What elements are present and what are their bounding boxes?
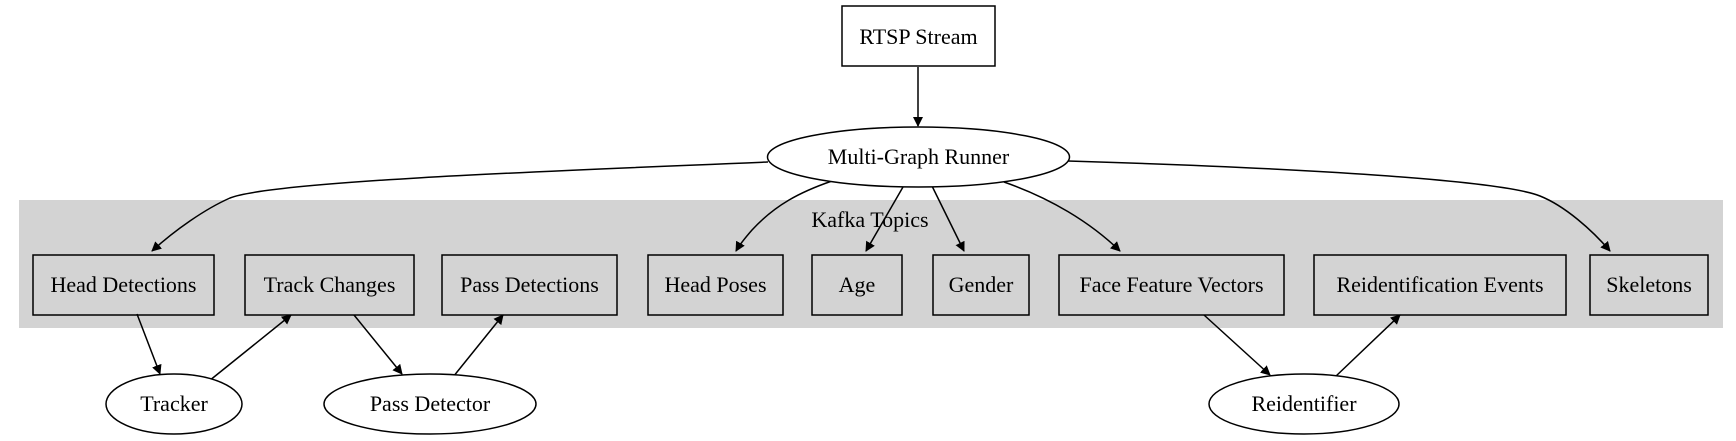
node-age[interactable]: Age (811, 254, 903, 316)
node-multi-graph-runner[interactable]: Multi-Graph Runner (766, 126, 1071, 188)
topic-label: Face Feature Vectors (1079, 272, 1263, 297)
edge-tracker-to-track-changes (208, 314, 292, 382)
node-reidentification-events[interactable]: Reidentification Events (1313, 254, 1567, 316)
node-face-feature-vectors[interactable]: Face Feature Vectors (1058, 254, 1285, 316)
edge-runner-to-head-poses (735, 180, 833, 252)
node-rtsp-stream-label: RTSP Stream (859, 24, 977, 49)
topic-label: Age (839, 272, 876, 297)
node-reidentifier[interactable]: Reidentifier (1208, 373, 1400, 435)
edge-track-changes-to-pass-detector (353, 314, 403, 375)
kafka-topics-label: Kafka Topics (811, 207, 928, 232)
edge-runner-to-gender (931, 185, 965, 252)
edges-layer (136, 67, 1611, 382)
node-gender[interactable]: Gender (932, 254, 1030, 316)
topic-label: Track Changes (264, 272, 396, 297)
topic-label: Skeletons (1606, 272, 1692, 297)
node-pass-detector[interactable]: Pass Detector (323, 373, 537, 435)
node-skeletons[interactable]: Skeletons (1589, 254, 1709, 316)
edge-runner-to-age (865, 186, 904, 252)
node-multi-graph-runner-label: Multi-Graph Runner (828, 144, 1010, 169)
topic-label: Head Poses (664, 272, 766, 297)
edge-head-detections-to-tracker (136, 313, 162, 375)
node-head-detections[interactable]: Head Detections (32, 254, 215, 316)
node-tracker[interactable]: Tracker (105, 373, 243, 435)
node-track-changes[interactable]: Track Changes (244, 254, 415, 316)
edge-runner-to-skeletons (1067, 160, 1611, 252)
edge-runner-to-face-feature-vectors (1003, 181, 1121, 252)
topic-label: Reidentification Events (1336, 272, 1543, 297)
edge-runner-to-head-detections (151, 161, 769, 252)
edge-pass-detector-to-pass-detections (452, 314, 504, 378)
node-rtsp-stream[interactable]: RTSP Stream (841, 5, 996, 67)
topic-label: Gender (949, 272, 1014, 297)
kafka-topics-cluster (19, 200, 1723, 328)
topic-label: Pass Detections (460, 272, 599, 297)
node-pass-detections[interactable]: Pass Detections (441, 254, 618, 316)
node-head-poses[interactable]: Head Poses (647, 254, 784, 316)
processor-label: Tracker (140, 391, 208, 416)
processor-label: Pass Detector (370, 391, 491, 416)
processor-label: Reidentifier (1251, 391, 1357, 416)
edge-face-feature-vectors-to-reidentifier (1203, 314, 1271, 376)
edge-reidentifier-to-reidentification-events (1334, 314, 1401, 378)
topic-label: Head Detections (51, 272, 197, 297)
